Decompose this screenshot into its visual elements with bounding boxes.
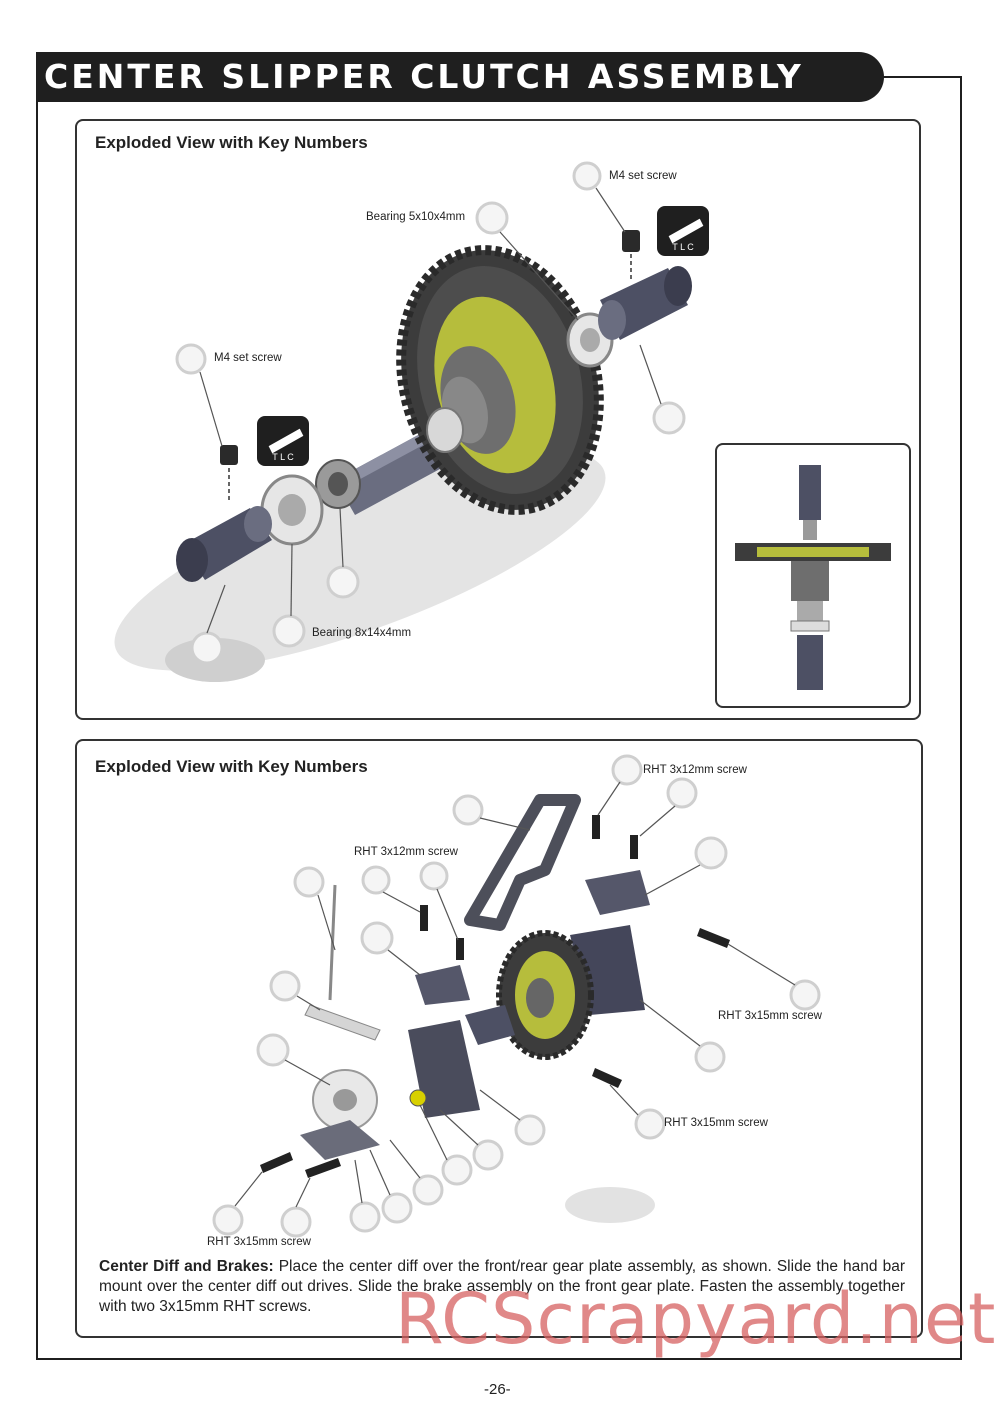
label-rht-3x12-screw-left: RHT 3x12mm screw: [354, 846, 458, 858]
watermark: RCScrapyard.net: [395, 1278, 997, 1360]
assembled-view-inset: [715, 443, 911, 708]
spur-gear: [396, 245, 604, 515]
label-m4-set-screw-left: M4 set screw: [214, 352, 282, 364]
label-bearing-8x14x4: Bearing 8x14x4mm: [312, 627, 412, 639]
label-rht-3x12-screw-top: RHT 3x12mm screw: [643, 764, 747, 776]
label-rht-3x15-screw-bottom: RHT 3x15mm screw: [207, 1236, 311, 1248]
hand-bar: [464, 794, 581, 931]
instruction-paragraph: Center Diff and Brakes: Place the center…: [99, 1257, 905, 1317]
instruction-title: Center Diff and Brakes:: [99, 1258, 274, 1275]
label-bearing-5x10x4: Bearing 5x10x4mm: [366, 211, 466, 223]
label-rht-3x15-screw-right: RHT 3x15mm screw: [718, 1010, 822, 1022]
title-bar: [36, 52, 884, 102]
tlc-badge-text-left: T L C: [272, 452, 294, 462]
label-rht-3x15-screw-mid: RHT 3x15mm screw: [664, 1117, 768, 1129]
right-outdrive: [598, 266, 692, 340]
page-number: -26-: [484, 1381, 511, 1398]
assembled-clutch-illustration: [735, 465, 891, 690]
page-title: CENTER SLIPPER CLUTCH ASSEMBLY: [44, 57, 804, 96]
panel-1-heading: Exploded View with Key Numbers: [95, 133, 368, 152]
panel-2-heading: Exploded View with Key Numbers: [95, 757, 368, 776]
left-outdrive: [176, 506, 272, 582]
tlc-badge-text-top: T L C: [672, 242, 694, 252]
label-m4-set-screw-top: M4 set screw: [609, 170, 677, 182]
instruction-body: Place the center diff over the front/rea…: [99, 1258, 906, 1315]
